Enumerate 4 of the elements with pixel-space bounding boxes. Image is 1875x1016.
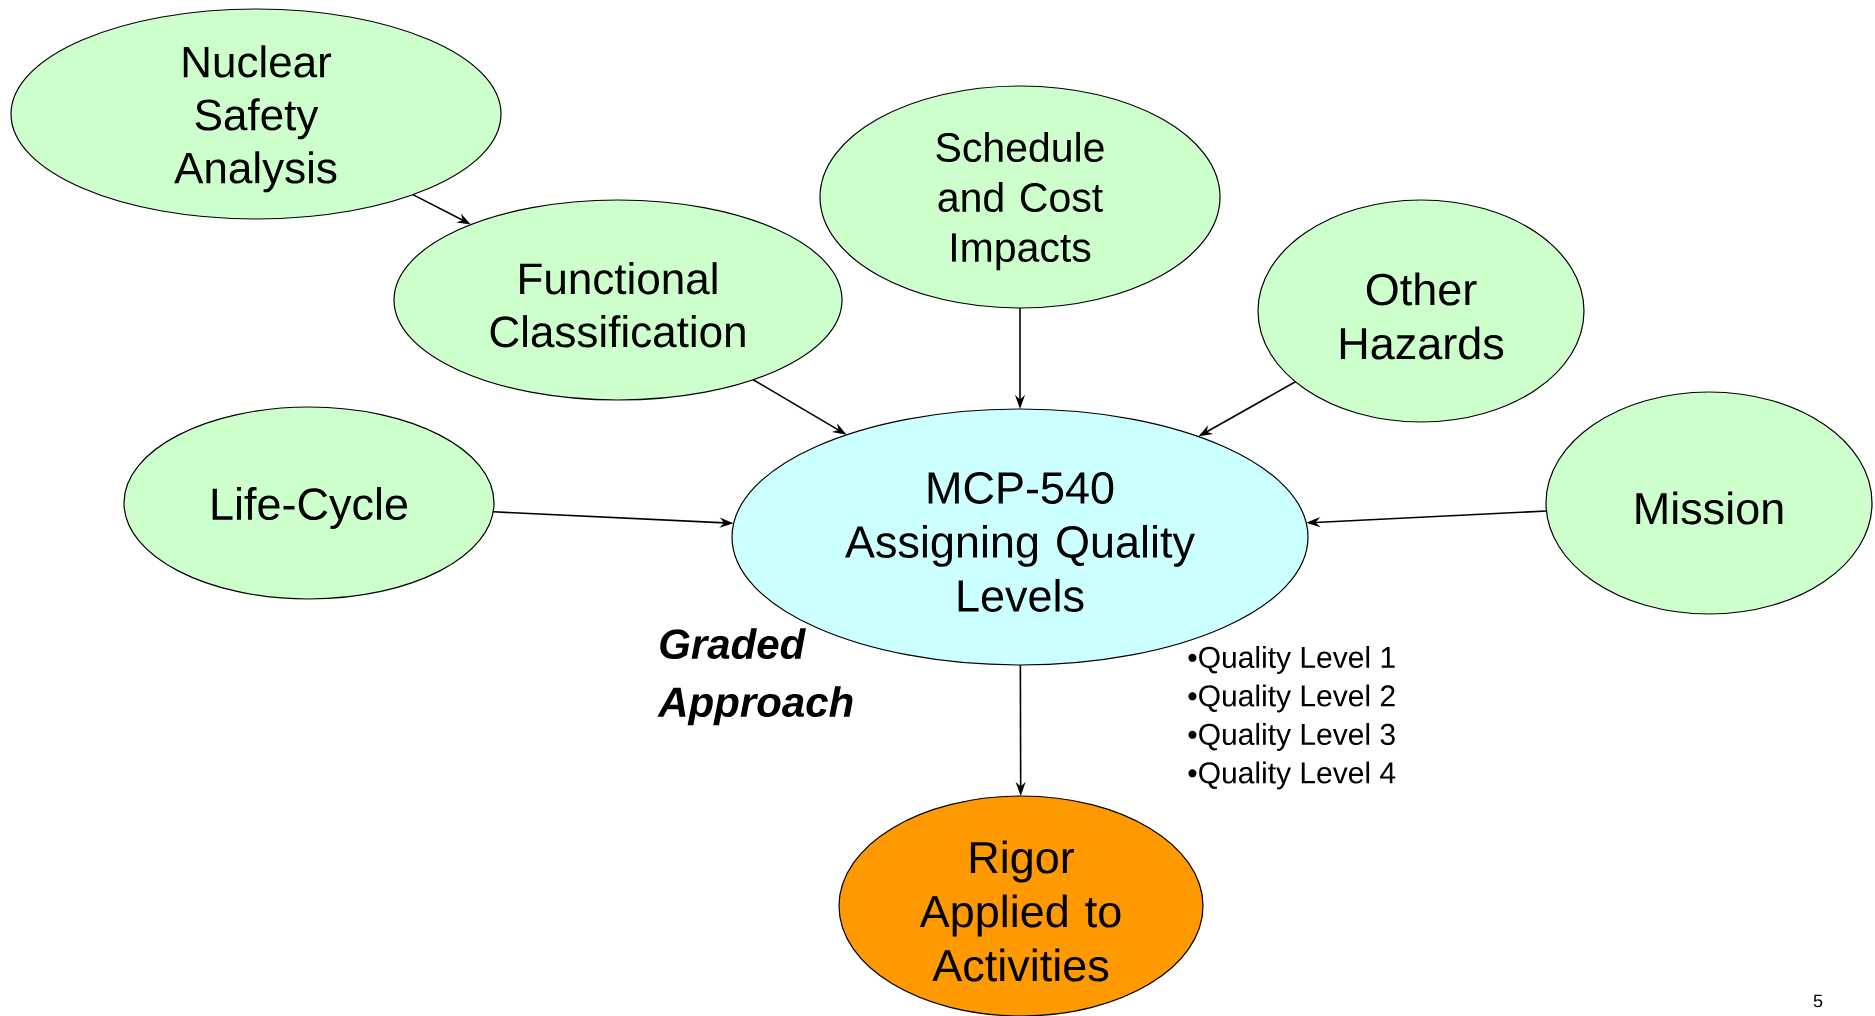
list-item: •Quality Level 2 (1188, 684, 1395, 713)
list-item: •Quality Level 3 (1188, 723, 1395, 751)
page-number: 5 (1813, 994, 1823, 1008)
list-item: •Quality Level 4 (1188, 761, 1396, 790)
